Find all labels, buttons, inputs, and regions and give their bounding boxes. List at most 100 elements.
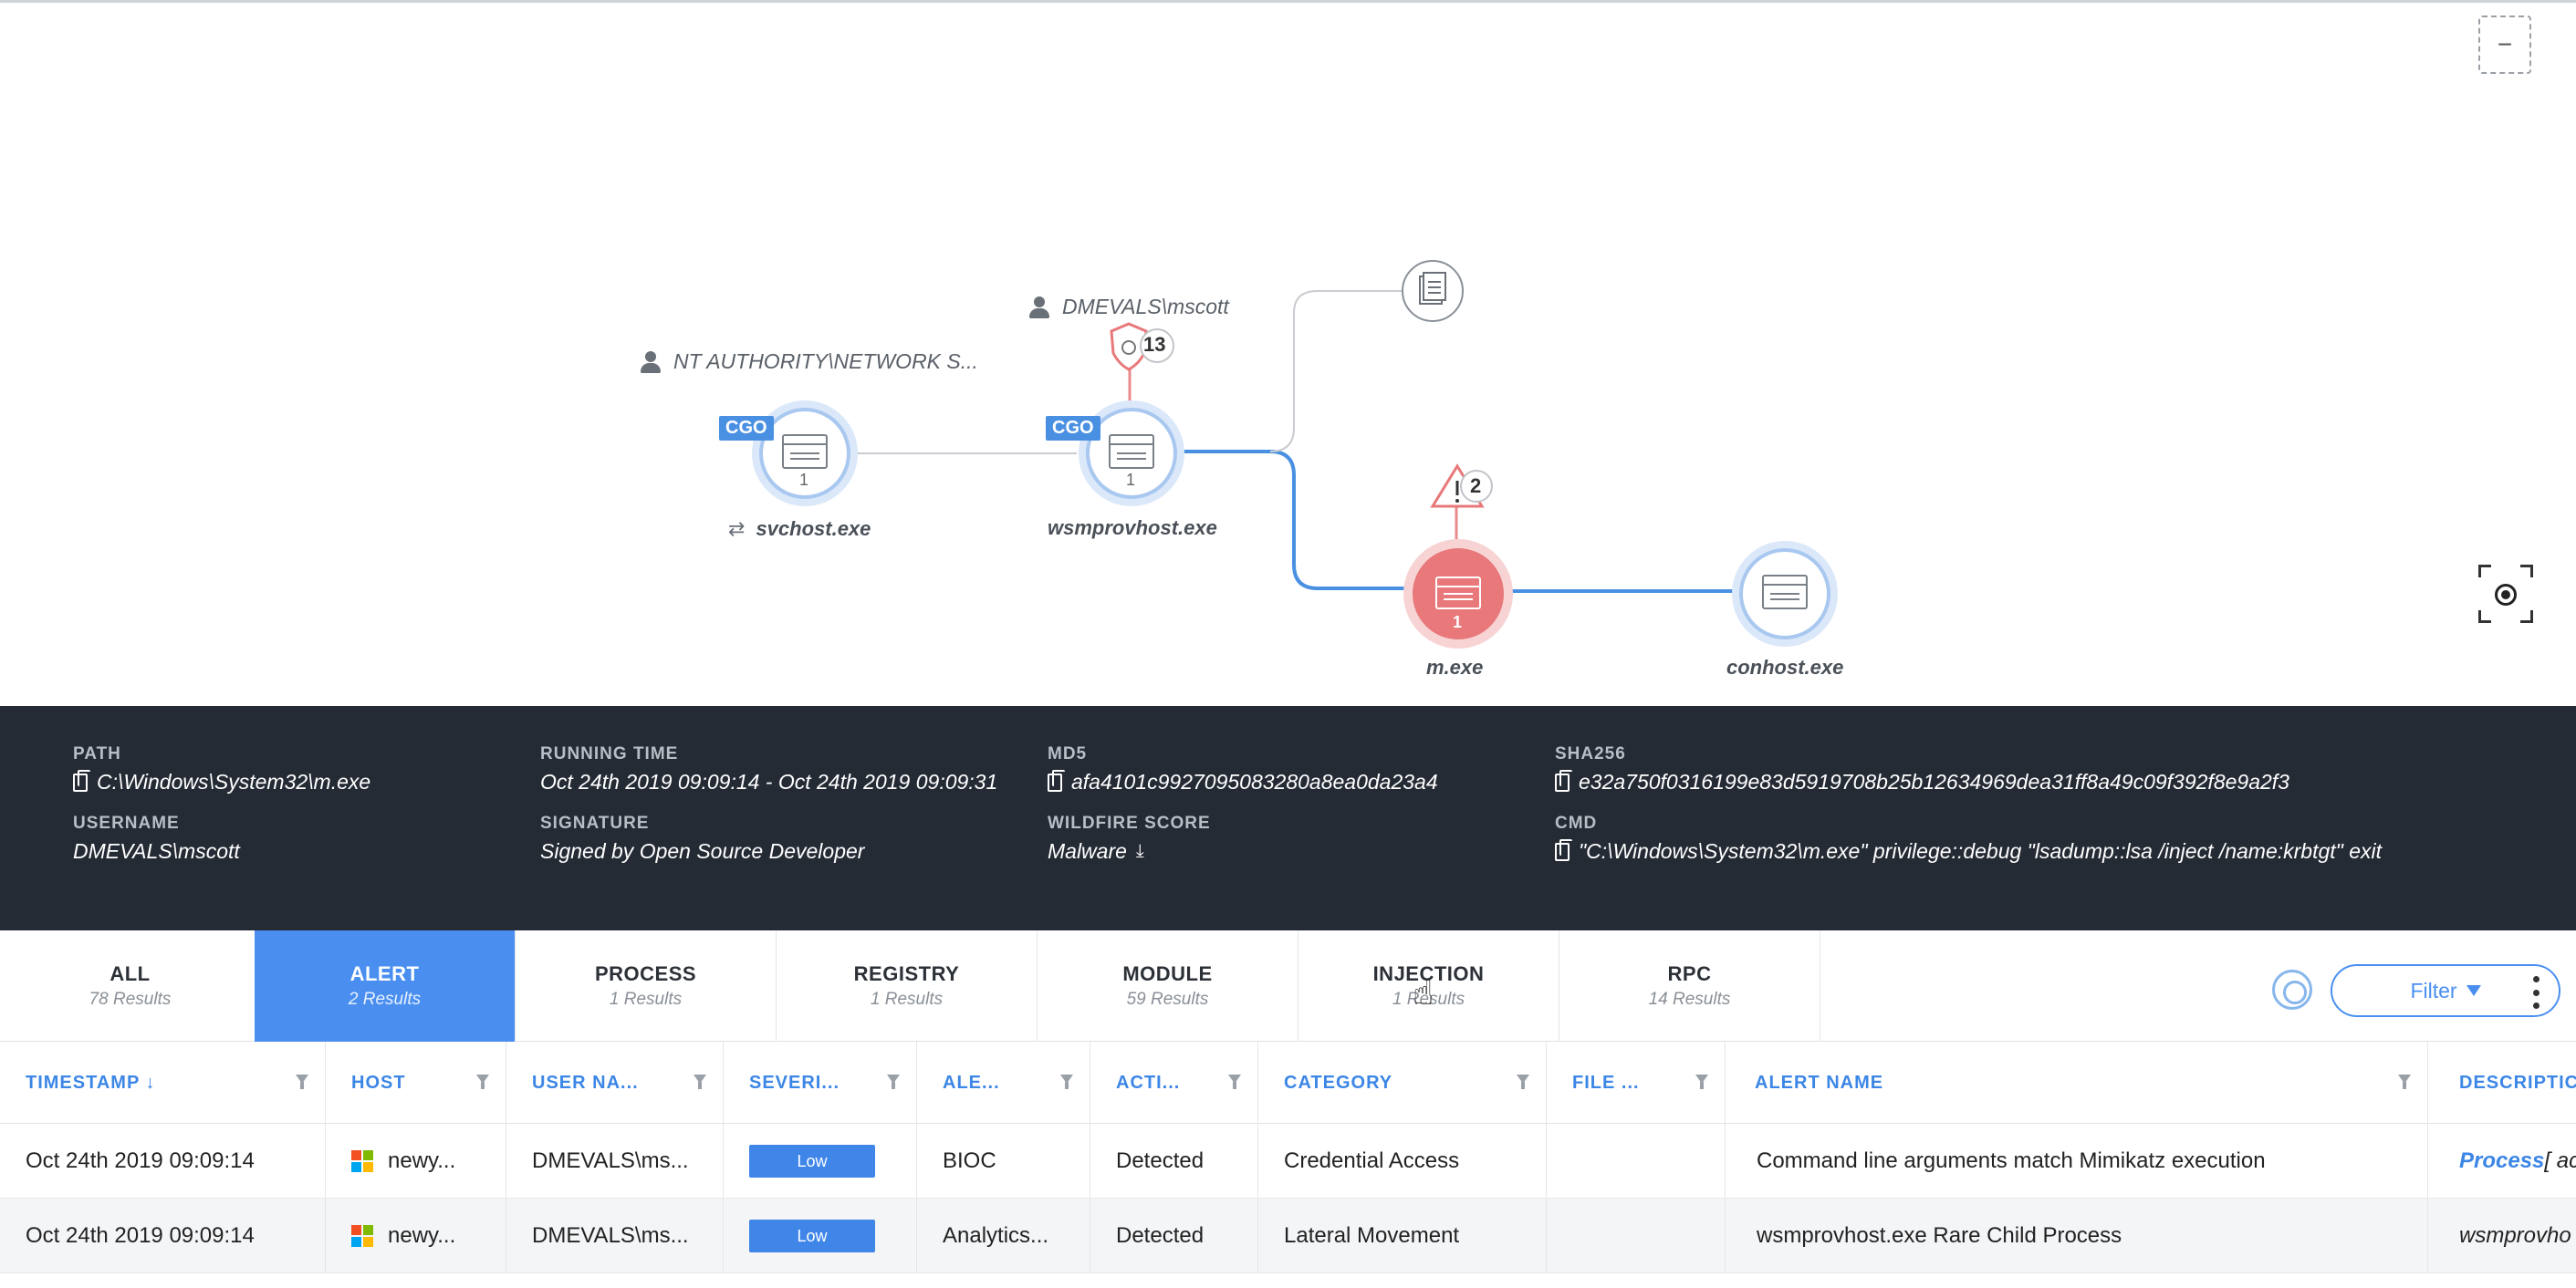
- cell-description: Process [ act: [2459, 1148, 2576, 1173]
- cell-category: Lateral Movement: [1258, 1199, 1547, 1273]
- table-row[interactable]: Oct 24th 2019 09:09:14 newy... DMEVALS\m…: [0, 1199, 2576, 1273]
- download-icon[interactable]: ⤓: [1135, 841, 1144, 861]
- filter-icon[interactable]: [1228, 1075, 1241, 1089]
- filter-button[interactable]: Filter: [2331, 964, 2560, 1017]
- wildfire-score-field: WILDFIRE SCORE Malware⤓: [1048, 814, 1211, 863]
- tab-injection[interactable]: INJECTION 1 Results: [1298, 930, 1559, 1042]
- cgo-badge-wsmprovhost: CGO: [1046, 416, 1100, 441]
- graph-canvas: [752, 260, 1838, 649]
- column-header-timestamp[interactable]: TIMESTAMP ↓: [0, 1042, 326, 1124]
- bioc-shield-icon[interactable]: [1110, 322, 1174, 371]
- cell-file: [1547, 1199, 1726, 1273]
- cell-category: Credential Access: [1258, 1124, 1547, 1199]
- filter-icon[interactable]: [1060, 1075, 1073, 1089]
- cell-host: newy...: [326, 1199, 506, 1273]
- alert-triangle-icon[interactable]: [1430, 463, 1493, 508]
- filter-icon[interactable]: [1695, 1075, 1708, 1089]
- description-link[interactable]: Process: [2459, 1148, 2545, 1173]
- cmd-field: CMD "C:\Windows\System32\m.exe" privileg…: [1555, 814, 2382, 863]
- cell-user: DMEVALS\ms...: [506, 1124, 724, 1199]
- mexe-name: m.exe: [1426, 656, 1484, 679]
- column-header-category[interactable]: CATEGORY: [1258, 1042, 1547, 1124]
- alerts-table: TIMESTAMP ↓ HOST USER NA... SEVERI... AL…: [0, 1042, 2576, 1288]
- cell-alert-name: wsmprovhost.exe Rare Child Process: [1726, 1199, 2428, 1273]
- wsmprovhost-alert-count: 13: [1143, 333, 1166, 356]
- cell-severity: Low: [724, 1124, 917, 1199]
- cell-action: Detected: [1090, 1124, 1258, 1199]
- zoom-out-button[interactable]: −: [2478, 16, 2531, 74]
- windows-icon: [351, 1150, 373, 1172]
- severity-badge: Low: [749, 1145, 875, 1178]
- cell-file: [1547, 1124, 1726, 1199]
- wsmprovhost-name: wsmprovhost.exe: [1048, 516, 1217, 539]
- cell-alert-source: Analytics...: [917, 1199, 1090, 1273]
- recenter-button[interactable]: [2478, 565, 2533, 623]
- filter-icon[interactable]: [2398, 1075, 2411, 1089]
- causality-graph[interactable]: 1 1 1 13 2 CGO CGO NT AUTHORITY\NETWORK …: [0, 0, 2576, 706]
- cell-host: newy...: [326, 1124, 506, 1199]
- svchost-user-label: NT AUTHORITY\NETWORK S...: [641, 349, 978, 374]
- filter-icon[interactable]: [476, 1075, 489, 1089]
- service-icon: ⇄: [728, 517, 746, 540]
- sha256-field: SHA256 e32a750f0316199e83d5919708b25b126…: [1555, 744, 2289, 794]
- process-node-conhost[interactable]: [1732, 541, 1838, 647]
- filter-icon[interactable]: [296, 1075, 308, 1089]
- mexe-alert-count: 2: [1470, 474, 1482, 497]
- cell-description: wsmprovho: [2459, 1223, 2571, 1248]
- copy-icon[interactable]: [1048, 769, 1065, 792]
- copy-icon[interactable]: [1555, 769, 1572, 792]
- more-options-icon[interactable]: [2533, 976, 2540, 1009]
- svchost-count: 1: [799, 471, 809, 489]
- severity-badge: Low: [749, 1220, 875, 1252]
- wsmprovhost-user-label: DMEVALS\mscott: [1029, 295, 1229, 319]
- user-icon: [641, 350, 661, 373]
- wsmprovhost-count: 1: [1126, 471, 1136, 489]
- process-node-wsmprovhost[interactable]: [1079, 400, 1184, 506]
- md5-field: MD5 afa4101c9927095083280a8ea0da23a4: [1048, 744, 1438, 794]
- svchost-name: ⇄ svchost.exe: [728, 517, 871, 540]
- tab-alert[interactable]: ALERT 2 Results: [255, 930, 516, 1042]
- copy-icon[interactable]: [73, 769, 90, 792]
- hand-cursor-icon: ☝: [1413, 974, 1434, 1013]
- cell-alert-source: BIOC: [917, 1124, 1090, 1199]
- edge-wsmprovhost-file: [1269, 290, 1405, 452]
- column-header-severity[interactable]: SEVERI...: [724, 1042, 917, 1124]
- signature-field: SIGNATURE Signed by Open Source Develope…: [540, 814, 865, 863]
- cell-timestamp: Oct 24th 2019 09:09:14: [0, 1199, 326, 1273]
- file-node[interactable]: [1402, 260, 1464, 322]
- tab-module[interactable]: MODULE 59 Results: [1038, 930, 1298, 1042]
- results-tabs: ALL 78 Results ALERT 2 Results PROCESS 1…: [0, 930, 2576, 1042]
- process-node-mexe[interactable]: [1403, 539, 1513, 649]
- filter-icon[interactable]: [1517, 1075, 1529, 1089]
- column-header-alert-name[interactable]: ALERT NAME: [1726, 1042, 2428, 1124]
- cell-severity: Low: [724, 1199, 917, 1273]
- column-header-user-name[interactable]: USER NA...: [506, 1042, 724, 1124]
- cell-user: DMEVALS\ms...: [506, 1199, 724, 1273]
- user-icon: [1029, 296, 1049, 318]
- column-header-action[interactable]: ACTI...: [1090, 1042, 1258, 1124]
- cell-action: Detected: [1090, 1199, 1258, 1273]
- tab-registry[interactable]: REGISTRY 1 Results: [777, 930, 1038, 1042]
- column-header-description[interactable]: DESCRIPTIC: [2459, 1072, 2576, 1093]
- cgo-badge-svchost: CGO: [719, 416, 774, 441]
- refresh-icon[interactable]: [2272, 970, 2312, 1010]
- tab-process[interactable]: PROCESS 1 Results: [516, 930, 777, 1042]
- table-row[interactable]: Oct 24th 2019 09:09:14 newy... DMEVALS\m…: [0, 1124, 2576, 1199]
- filter-icon[interactable]: [887, 1075, 900, 1089]
- process-details-panel: PATH C:\Windows\System32\m.exe USERNAME …: [0, 706, 2576, 930]
- tab-all[interactable]: ALL 78 Results: [0, 930, 261, 1042]
- crosshair-icon: [2495, 584, 2517, 606]
- filter-icon[interactable]: [694, 1075, 706, 1089]
- process-node-svchost[interactable]: [752, 400, 858, 506]
- column-header-file[interactable]: FILE ...: [1547, 1042, 1726, 1124]
- copy-icon[interactable]: [1555, 838, 1572, 861]
- tab-rpc[interactable]: RPC 14 Results: [1559, 930, 1820, 1042]
- column-header-alert-source[interactable]: ALE...: [917, 1042, 1090, 1124]
- mexe-count: 1: [1453, 613, 1463, 631]
- running-time-field: RUNNING TIME Oct 24th 2019 09:09:14 - Oc…: [540, 744, 998, 794]
- conhost-name: conhost.exe: [1726, 656, 1844, 679]
- username-field: USERNAME DMEVALS\mscott: [73, 814, 240, 863]
- column-header-host[interactable]: HOST: [326, 1042, 506, 1124]
- path-field: PATH C:\Windows\System32\m.exe: [73, 744, 371, 794]
- table-header: TIMESTAMP ↓ HOST USER NA... SEVERI... AL…: [0, 1042, 2576, 1124]
